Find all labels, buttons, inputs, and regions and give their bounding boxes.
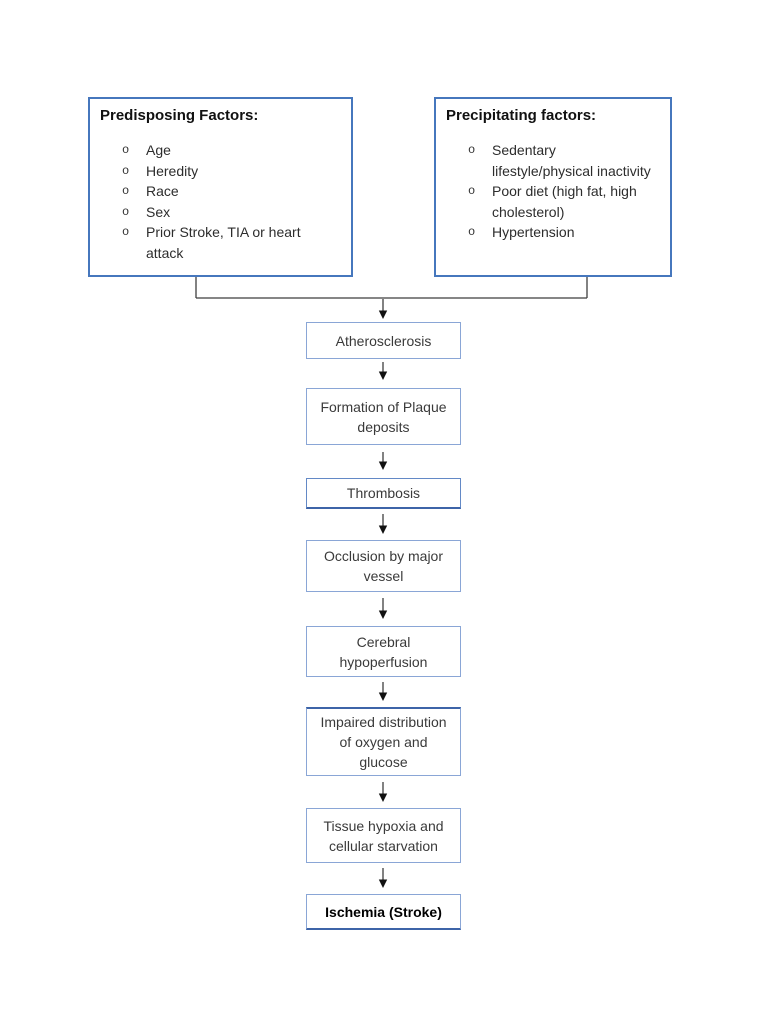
down-arrow-icon xyxy=(378,362,388,380)
bullet-icon: o xyxy=(122,225,130,239)
list-item: o Hypertension xyxy=(436,222,670,243)
flow-step-occlusion: Occlusion by major vessel xyxy=(306,540,461,592)
list-item: o Heredity xyxy=(90,161,351,182)
flow-step-thrombosis: Thrombosis xyxy=(306,478,461,509)
flow-step-plaque-formation: Formation of Plaque deposits xyxy=(306,388,461,445)
bullet-icon: o xyxy=(122,143,130,157)
flow-step-label: Tissue hypoxia and cellular starvation xyxy=(323,817,444,854)
bullet-icon: o xyxy=(468,225,476,239)
list-item: o Sex xyxy=(90,202,351,223)
predisposing-factors-box: Predisposing Factors: o Age o Heredity o… xyxy=(88,97,353,277)
list-item-label: Poor diet (high fat, high cholesterol) xyxy=(492,183,637,220)
down-arrow-icon xyxy=(378,598,388,619)
predisposing-factors-title: Predisposing Factors: xyxy=(100,107,259,124)
down-arrow-icon xyxy=(378,452,388,470)
flow-step-label: Ischemia (Stroke) xyxy=(325,903,442,920)
flow-step-label: Cerebral hypoperfusion xyxy=(339,633,428,670)
bullet-icon: o xyxy=(122,163,130,178)
list-item-label: Age xyxy=(146,142,171,158)
list-item-label: Sedentary lifestyle/physical inactivity xyxy=(492,142,651,179)
flow-step-label: Thrombosis xyxy=(346,485,421,501)
list-item-label: Hypertension xyxy=(492,224,575,240)
list-item-label: Sex xyxy=(146,203,171,220)
list-item-label: Heredity xyxy=(146,162,199,179)
precipitating-factors-list: o Sedentary lifestyle/physical inactivit… xyxy=(436,140,670,243)
flow-step-label: Atherosclerosis xyxy=(335,332,432,349)
list-item-label: Prior Stroke, TIA or heart attack xyxy=(146,224,301,261)
predisposing-factors-list: o Age o Heredity o Race o Sex o Prior St… xyxy=(90,140,351,263)
down-arrow-icon xyxy=(378,868,388,888)
list-item: o Poor diet (high fat, high cholesterol) xyxy=(436,181,670,222)
down-arrow-icon xyxy=(378,782,388,802)
list-item-label: Race xyxy=(146,183,179,199)
flow-step-label: Occlusion by major vessel xyxy=(323,548,444,584)
flow-step-label: Formation of Plaque deposits xyxy=(320,398,447,435)
down-arrow-icon xyxy=(378,682,388,701)
precipitating-factors-title: Precipitating factors: xyxy=(446,107,597,124)
list-item: o Race xyxy=(90,181,351,202)
bullet-icon: o xyxy=(468,184,476,198)
precipitating-factors-box: Precipitating factors: o Sedentary lifes… xyxy=(434,97,672,277)
flow-step-label: Impaired distribution of oxygen and gluc… xyxy=(320,714,447,770)
list-item: o Sedentary lifestyle/physical inactivit… xyxy=(436,140,670,181)
bullet-icon: o xyxy=(468,143,476,157)
down-arrow-icon xyxy=(378,514,388,534)
flow-step-cerebral-hypoperfusion: Cerebral hypoperfusion xyxy=(306,626,461,677)
list-item: o Age xyxy=(90,140,351,161)
flow-step-impaired-distribution: Impaired distribution of oxygen and gluc… xyxy=(306,707,461,776)
flow-step-atherosclerosis: Atherosclerosis xyxy=(306,322,461,359)
bullet-icon: o xyxy=(122,204,130,219)
merge-connector xyxy=(195,277,588,319)
flow-step-ischemia-stroke: Ischemia (Stroke) xyxy=(306,894,461,930)
flow-step-tissue-hypoxia: Tissue hypoxia and cellular starvation xyxy=(306,808,461,863)
list-item: o Prior Stroke, TIA or heart attack xyxy=(90,222,351,263)
bullet-icon: o xyxy=(122,184,130,198)
